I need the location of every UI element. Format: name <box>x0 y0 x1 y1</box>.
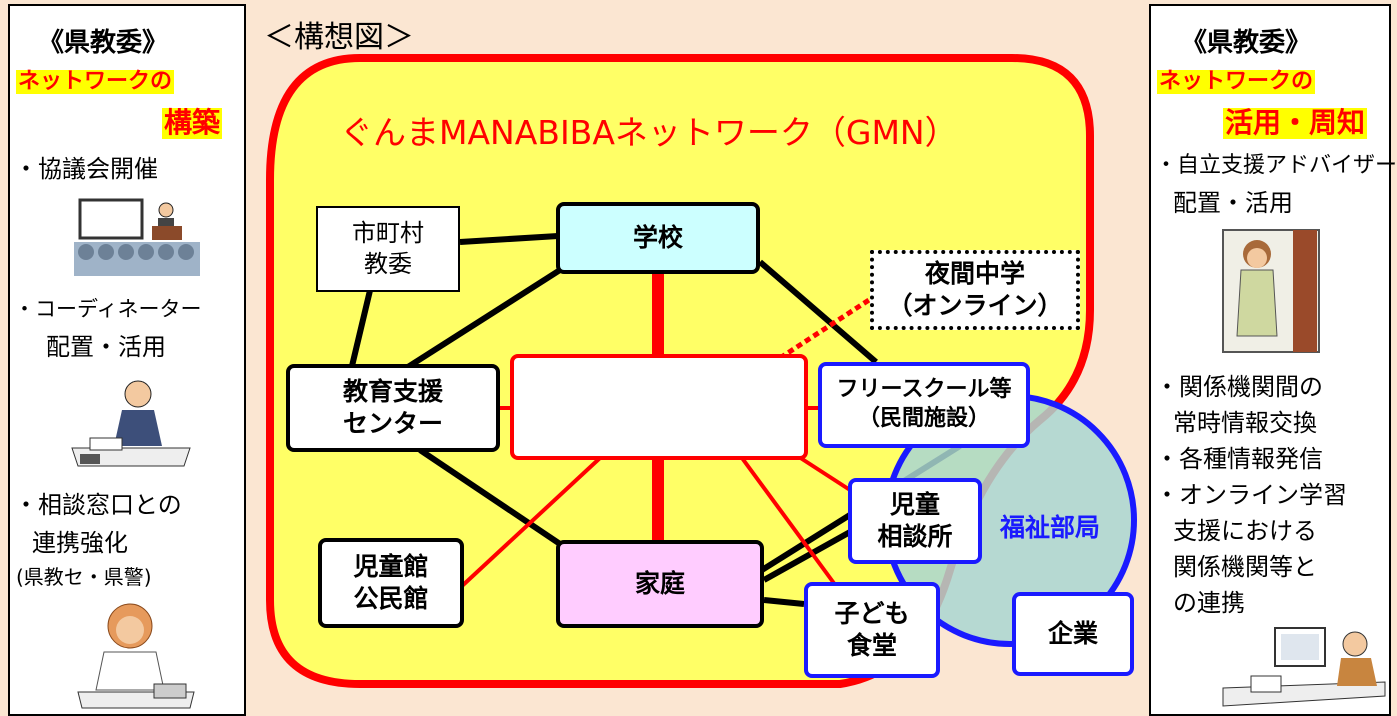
left-heading-line2: 構築 <box>162 106 223 139</box>
right-item-advisor: ・自立支援アドバイザー <box>1155 153 1397 178</box>
link-center-night <box>778 295 874 361</box>
right-item-online: ・オンライン学習 <box>1155 481 1347 509</box>
meeting-presentation-icon <box>74 198 200 276</box>
right-panel-title: 《県教委》 <box>1181 28 1312 58</box>
left-item-consultation: ・相談窓口との <box>14 491 182 519</box>
link-education-home <box>418 447 568 551</box>
phone-consultation-icon <box>77 603 195 709</box>
link-center-cafeteria <box>740 456 838 588</box>
node-education-center: 教育支援 センター <box>286 364 500 452</box>
welfare-label: 福祉部局 <box>1000 513 1101 542</box>
node-home: 家庭 <box>556 540 764 628</box>
node-free-school: フリースクール等 （民間施設） <box>818 362 1030 448</box>
left-item-agencies: (県教セ・県警) <box>16 565 152 589</box>
right-item-exchange1: ・関係機関間の <box>1155 373 1323 401</box>
link-school-education <box>398 267 562 375</box>
node-kids-cafeteria: 子ども 食堂 <box>804 582 940 678</box>
link-municipal-education <box>349 281 375 367</box>
right-item-online4: の連携 <box>1173 589 1245 617</box>
left-item-council: ・協議会開催 <box>14 155 158 183</box>
link-school-free <box>758 259 878 365</box>
link-municipal-school <box>459 233 559 245</box>
right-heading-line2: 活用・周知 <box>1223 106 1368 139</box>
link-cafeteria-home <box>763 597 805 607</box>
node-company: 企業 <box>1012 592 1134 676</box>
left-item-coordinator: ・コーディネーター <box>14 297 202 321</box>
left-heading-line1: ネットワークの <box>16 69 175 95</box>
node-night-school: 夜間中学 （オンライン） <box>870 250 1080 330</box>
desk-worker-icon <box>71 380 191 467</box>
right-item-online2: 支援における <box>1173 517 1317 545</box>
right-panel: 《県教委》 ネットワークの 活用・周知 ・自立支援アドバイザー 配置・活用 ・関… <box>1149 4 1397 716</box>
node-child-consultation: 児童 相談所 <box>848 478 982 564</box>
left-panel-title: 《県教委》 <box>38 28 169 58</box>
computer-operator-icon <box>1222 627 1386 707</box>
right-item-online3: 関係機関等と <box>1173 553 1317 581</box>
right-heading-line1: ネットワークの <box>1157 69 1316 95</box>
node-municipal-board: 市町村 教委 <box>316 206 460 292</box>
right-item-info: ・各種情報発信 <box>1155 445 1323 473</box>
diagram-heading: ＜構想図＞ <box>264 20 414 55</box>
right-item-advisor-placement: 配置・活用 <box>1173 189 1293 217</box>
link-center-hall <box>460 456 602 588</box>
door-visitor-icon <box>1222 229 1320 353</box>
right-item-exchange2: 常時情報交換 <box>1173 409 1317 437</box>
left-item-coordinator-placement: 配置・活用 <box>46 333 166 361</box>
network-title: ぐんまMANABIBAネットワーク（GMN） <box>340 113 958 152</box>
left-panel: 《県教委》 ネットワークの 構築 ・協議会開催 ・コーディネーター 配置・活用 … <box>8 4 246 716</box>
node-childrens-hall: 児童館 公民館 <box>318 538 464 628</box>
node-school: 学校 <box>556 202 760 274</box>
node-center <box>510 354 808 460</box>
left-item-cooperation: 連携強化 <box>32 529 128 557</box>
link-consultation-home <box>762 529 852 583</box>
